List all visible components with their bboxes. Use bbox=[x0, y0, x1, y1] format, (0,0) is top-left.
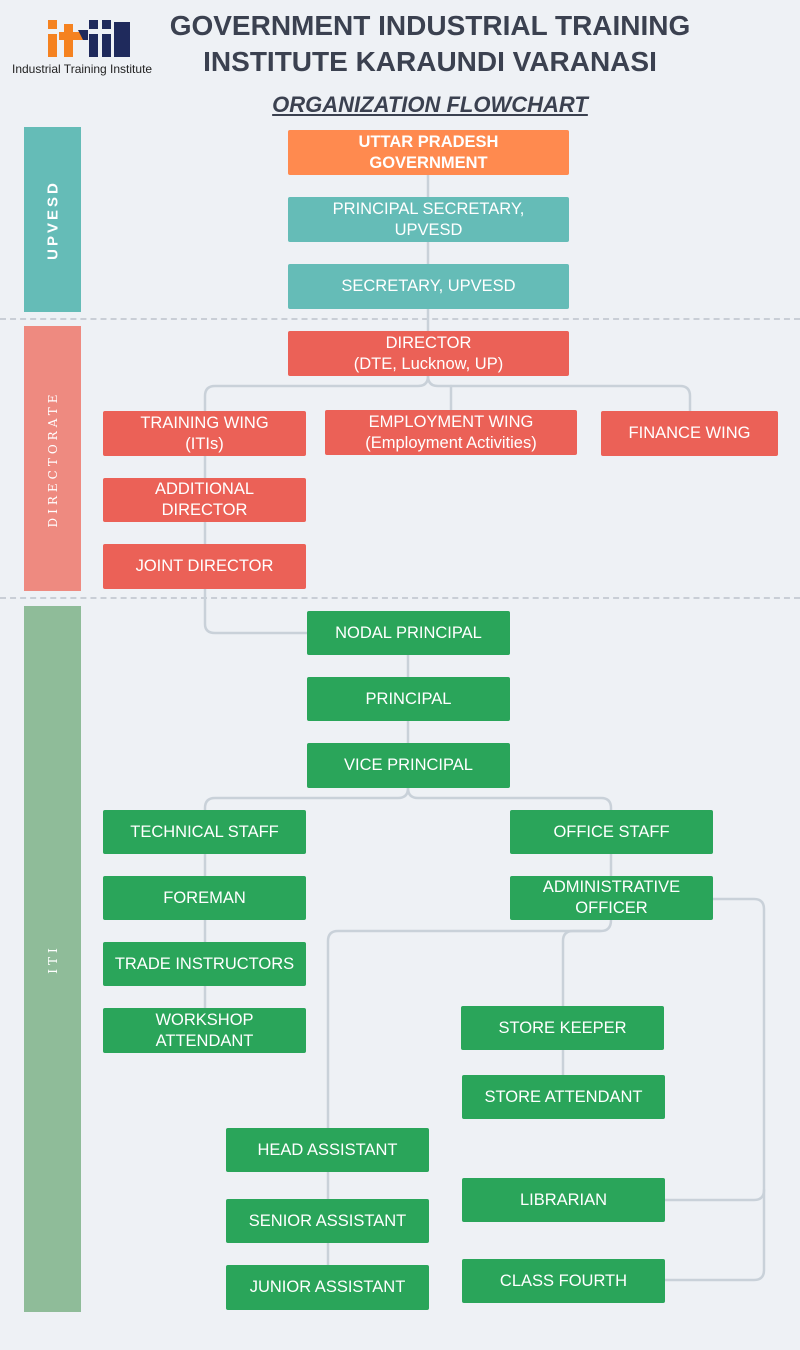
node-director: DIRECTOR (DTE, Lucknow, UP) bbox=[288, 331, 569, 376]
page-title-line-2: INSTITUTE KARAUNDI VARANASI bbox=[203, 46, 657, 77]
node-foreman: FOREMAN bbox=[103, 876, 306, 920]
connector bbox=[203, 587, 309, 635]
node-class-fourth: CLASS FOURTH bbox=[462, 1259, 665, 1303]
connector bbox=[326, 929, 602, 1130]
connector bbox=[406, 786, 613, 812]
connector bbox=[426, 374, 692, 413]
node-joint-director: JOINT DIRECTOR bbox=[103, 544, 306, 589]
node-trade-instructors: TRADE INSTRUCTORS bbox=[103, 942, 306, 986]
node-uttar-pradesh-government: UTTAR PRADESH GOVERNMENT bbox=[288, 130, 569, 175]
node-employment-wing: EMPLOYMENT WING (Employment Activities) bbox=[325, 410, 577, 455]
iti-logo bbox=[48, 20, 130, 57]
node-principal-secretary: PRINCIPAL SECRETARY, UPVESD bbox=[288, 197, 569, 242]
node-finance-wing: FINANCE WING bbox=[601, 411, 778, 456]
section-separator bbox=[0, 318, 800, 320]
band-iti: ITI bbox=[24, 606, 81, 1312]
node-head-assistant: HEAD ASSISTANT bbox=[226, 1128, 429, 1172]
node-vice-principal: VICE PRINCIPAL bbox=[307, 743, 510, 788]
node-training-wing: TRAINING WING (ITIs) bbox=[103, 411, 306, 456]
node-nodal-principal: NODAL PRINCIPAL bbox=[307, 611, 510, 655]
band-upvesd: UPVESD bbox=[24, 127, 81, 312]
node-additional-director: ADDITIONAL DIRECTOR bbox=[103, 478, 306, 522]
page-subtitle: ORGANIZATION FLOWCHART bbox=[272, 92, 588, 117]
node-technical-staff: TECHNICAL STAFF bbox=[103, 810, 306, 854]
page-title-line-1: GOVERNMENT INDUSTRIAL TRAINING bbox=[169, 10, 691, 41]
node-store-attendant: STORE ATTENDANT bbox=[462, 1075, 665, 1119]
node-workshop-attendant: WORKSHOP ATTENDANT bbox=[103, 1008, 306, 1053]
logo-text: Industrial Training Institute bbox=[12, 62, 153, 76]
node-principal: PRINCIPAL bbox=[307, 677, 510, 721]
node-junior-assistant: JUNIOR ASSISTANT bbox=[226, 1265, 429, 1310]
connector bbox=[203, 786, 410, 812]
section-separator bbox=[0, 597, 800, 599]
node-senior-assistant: SENIOR ASSISTANT bbox=[226, 1199, 429, 1243]
connector bbox=[561, 918, 613, 1008]
connector bbox=[663, 897, 766, 1202]
node-office-staff: OFFICE STAFF bbox=[510, 810, 713, 854]
connector bbox=[203, 374, 430, 413]
band-directorate: DIRECTORATE bbox=[24, 326, 81, 591]
node-secretary: SECRETARY, UPVESD bbox=[288, 264, 569, 309]
connector bbox=[662, 1188, 766, 1282]
node-librarian: LIBRARIAN bbox=[462, 1178, 665, 1222]
node-store-keeper: STORE KEEPER bbox=[461, 1006, 664, 1050]
node-administrative-officer: ADMINISTRATIVE OFFICER bbox=[510, 876, 713, 920]
